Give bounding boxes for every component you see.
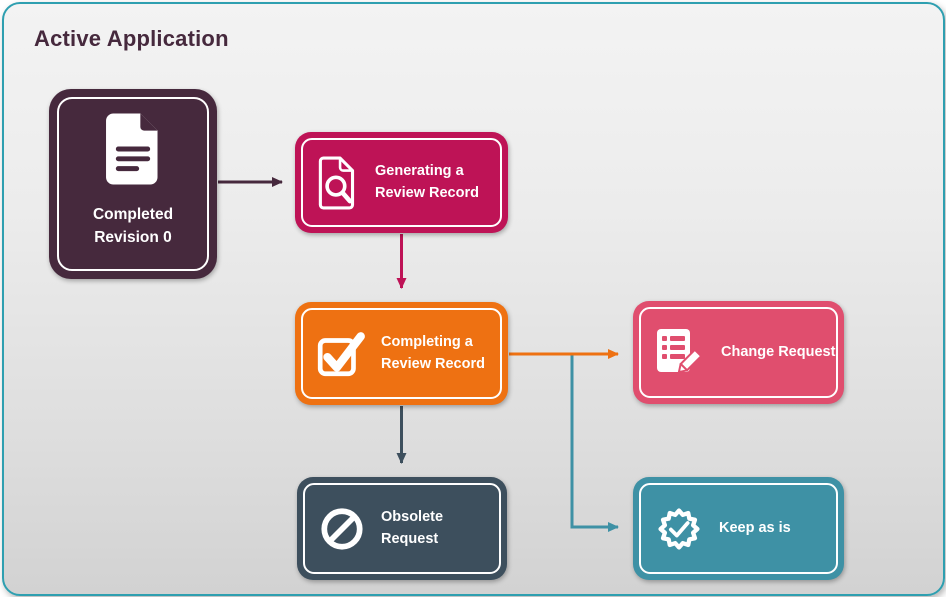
edge-completing-to-keep-as-is xyxy=(570,355,619,532)
node-label: Change Request xyxy=(721,342,835,363)
node-completed-revision-0: Completed Revision 0 xyxy=(49,89,217,279)
document-search-icon xyxy=(315,155,361,211)
node-label-line1: Keep as is xyxy=(719,519,791,536)
node-label: Obsolete Request xyxy=(381,507,443,549)
node-keep-as-is: Keep as is xyxy=(633,477,844,580)
node-label-line2: Review Record xyxy=(375,184,479,201)
badge-check-icon xyxy=(653,503,705,555)
document-icon xyxy=(101,111,165,187)
node-label-line1: Change Request xyxy=(721,343,836,360)
page-title: Active Application xyxy=(34,26,229,51)
node-label-line2: Revision 0 xyxy=(94,229,172,247)
node-label-line1: Completing a xyxy=(381,334,473,351)
node-label: Completed Revision 0 xyxy=(93,203,173,250)
node-label: Completing a Review Record xyxy=(381,332,485,374)
node-label-line1: Obsolete xyxy=(381,509,444,526)
node-label-line1: Completed xyxy=(92,206,174,223)
list-edit-icon xyxy=(653,326,707,380)
node-label: Keep as is xyxy=(719,518,791,539)
node-label: Generating a Review Record xyxy=(375,161,479,203)
node-label-line2: Review Record xyxy=(381,355,485,372)
no-entry-icon xyxy=(317,504,367,554)
node-completing-a-review-record: Completing a Review Record xyxy=(295,302,508,405)
node-change-request: Change Request xyxy=(633,301,844,404)
node-label-line2: Request xyxy=(381,530,439,547)
checkbox-check-icon xyxy=(315,329,367,379)
node-obsolete-request: Obsolete Request xyxy=(297,477,507,580)
node-label-line1: Generating a xyxy=(375,163,464,180)
node-generating-a-review-record: Generating a Review Record xyxy=(295,132,508,233)
